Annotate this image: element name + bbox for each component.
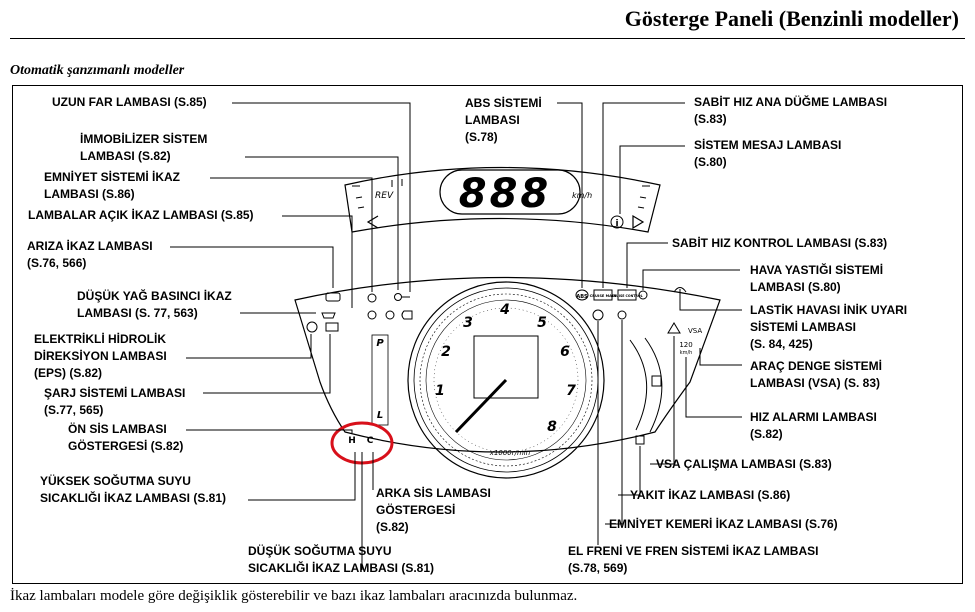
tire-pressure-icon xyxy=(673,287,687,293)
speed-alarm-unit-text: km/h xyxy=(680,350,693,356)
abs-icon xyxy=(575,289,589,301)
tach-number: 4 xyxy=(499,302,510,318)
seatbelt-icon xyxy=(617,310,627,320)
label-vsa-activation: VSA ÇALIŞMA LAMBASI (S.83) xyxy=(656,457,832,471)
turn-right-icon xyxy=(632,214,645,230)
engine-malfunction-icon xyxy=(325,292,341,302)
tach-number: 7 xyxy=(566,383,576,399)
lamp-on-icon xyxy=(385,310,395,320)
tach-number: 1 xyxy=(435,383,445,399)
leader-lines xyxy=(170,102,742,570)
security-system-icon xyxy=(367,293,377,303)
battery-icon xyxy=(325,322,339,332)
top-bezel-segments xyxy=(352,179,650,209)
vsa-icon-text: VSA xyxy=(688,327,702,335)
label-cruise-main: SABİT HIZ ANA DÜĞME LAMBASI(S.83) xyxy=(694,95,888,126)
speed-display-frame xyxy=(439,169,581,215)
rev-label: REV xyxy=(375,191,394,201)
lamp-icons xyxy=(306,287,687,445)
vsa-activation-icon xyxy=(667,322,681,334)
gear-L: L xyxy=(377,410,383,421)
tach-needle xyxy=(454,378,508,434)
lights-on-icon xyxy=(367,310,377,320)
section-subtitle: Otomatik şanzımanlı modeller xyxy=(10,63,185,78)
tach-number: 8 xyxy=(547,419,557,435)
page-title: Gösterge Paneli (Benzinli modeller) xyxy=(624,6,959,31)
tach-number: 6 xyxy=(560,344,570,360)
label-malfunction: ARIZA İKAZ LAMBASI(S.76, 566) xyxy=(27,239,153,270)
eps-icon xyxy=(306,321,318,333)
cluster-outline xyxy=(294,166,721,453)
cruise-control-text: CRUISE CONTROL xyxy=(611,294,642,298)
label-parking-brake: EL FRENİ VE FREN SİSTEMİ İKAZ LAMBASI(S.… xyxy=(568,544,819,575)
fuel-reserve-icon xyxy=(635,435,645,445)
tach-unit-label: x1000r/min xyxy=(489,449,530,457)
label-lights-on: LAMBALAR AÇIK İKAZ LAMBASI (S.85) xyxy=(28,208,254,222)
cruise-main-icon xyxy=(593,289,613,301)
label-cruise-control: SABİT HIZ KONTROL LAMBASI (S.83) xyxy=(672,236,888,250)
abs-icon-text: ABS xyxy=(576,294,588,300)
tach-number: 3 xyxy=(463,315,473,331)
fuel-gauge-bar xyxy=(629,337,663,433)
rear-fog-icon: C xyxy=(367,436,374,446)
label-fuel: YAKIT İKAZ LAMBASI (S.86) xyxy=(630,488,791,502)
immobilizer-icon xyxy=(394,293,402,301)
diagram-frame xyxy=(12,85,963,584)
label-charging: ŞARJ SİSTEMİ LAMBASI(S.77, 565) xyxy=(44,386,186,417)
speed-digits: 888 xyxy=(459,171,552,217)
label-seatbelt: EMNİYET KEMERİ İKAZ LAMBASI (S.76) xyxy=(609,517,838,531)
brake-system-icon xyxy=(592,309,604,321)
cruise-control-icon xyxy=(617,289,637,301)
oil-pressure-icon xyxy=(321,312,336,319)
turn-left-icon xyxy=(366,215,379,229)
gear-P: P xyxy=(376,338,384,349)
label-system-message: SİSTEM MESAJ LAMBASI(S.80) xyxy=(694,138,842,169)
footnote: İkaz lambaları modele göre değişiklik gö… xyxy=(10,588,578,604)
speed-alarm-icon-text: 120 xyxy=(679,341,692,349)
info-icon xyxy=(610,215,624,229)
cruise-main-text: CRUISE MAIN xyxy=(590,294,617,298)
svg-text:i: i xyxy=(615,219,618,229)
gear-indicator-column xyxy=(371,334,389,426)
fuel-pump-icon xyxy=(651,375,662,387)
tach-number: 5 xyxy=(537,315,547,331)
label-speed-alarm: HIZ ALARMI LAMBASI(S.82) xyxy=(750,410,877,441)
tach-number: 2 xyxy=(441,344,451,360)
airbag-icon xyxy=(638,290,648,300)
title-divider xyxy=(10,38,965,39)
front-fog-icon: H xyxy=(348,436,356,446)
label-high-beam: UZUN FAR LAMBASI (S.85) xyxy=(52,95,207,109)
center-info-display xyxy=(473,335,539,399)
tach-numbers: 1 2 3 4 5 6 7 8 xyxy=(435,302,576,435)
high-beam-icon xyxy=(401,310,413,320)
